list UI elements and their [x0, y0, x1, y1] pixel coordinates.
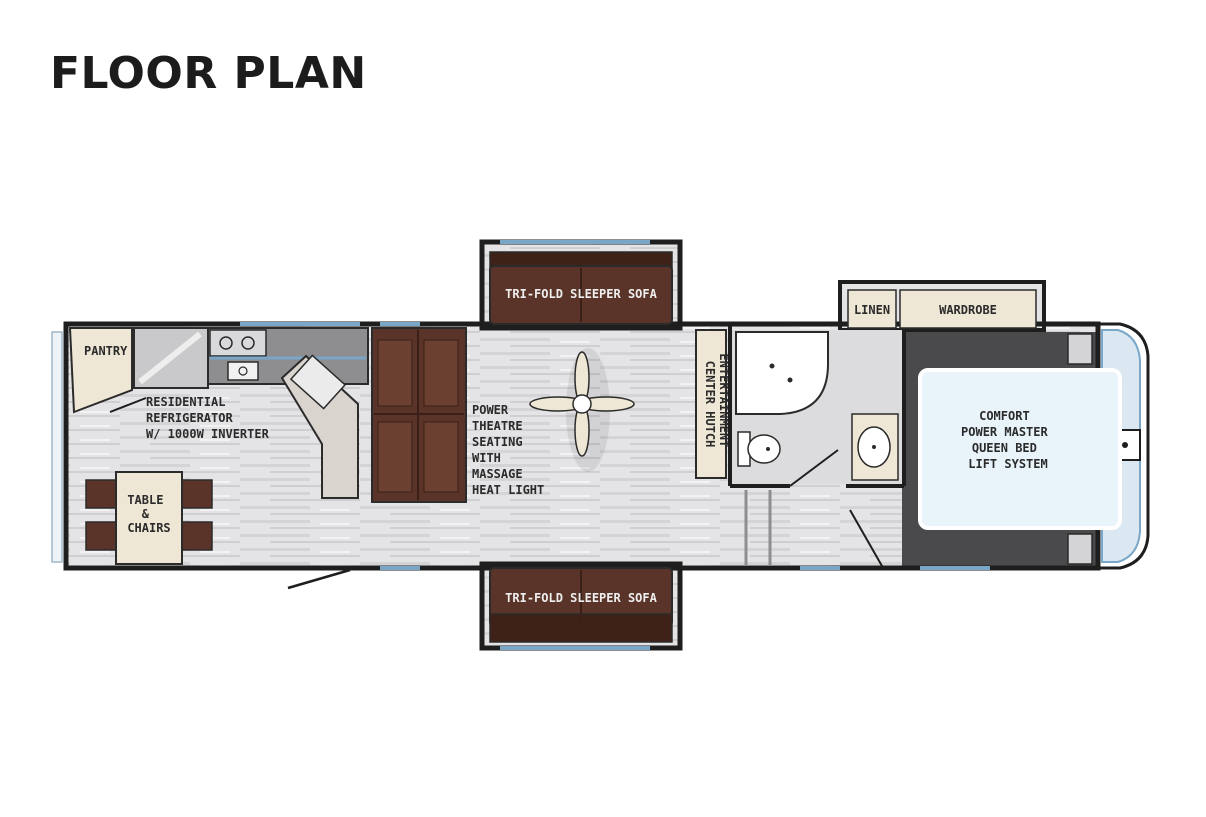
- burner: [219, 336, 233, 350]
- linen-closet: [847, 289, 897, 329]
- seat-cushion: [423, 339, 459, 407]
- slideout-wardrobe-wall: [838, 280, 1046, 332]
- island-sink: [289, 354, 347, 410]
- chair: [181, 479, 213, 509]
- refrigerator-shine: [138, 331, 202, 385]
- pantry-cabinet: [68, 327, 133, 414]
- table-label: TABLE & CHAIRS: [127, 493, 170, 535]
- sofa-bottom-label: TRI-FOLD SLEEPER SOFA: [505, 591, 657, 605]
- burner: [241, 336, 255, 350]
- seat-cushion: [423, 421, 459, 493]
- ceiling-fan-icon: [529, 348, 635, 472]
- refrigerator-callout: [109, 397, 147, 413]
- toilet-icon: [747, 434, 781, 464]
- bedroom-door: [849, 509, 883, 567]
- bathroom-sink-drain: [872, 445, 876, 449]
- stove-top: [209, 329, 267, 357]
- queen-bed: [918, 368, 1122, 530]
- wardrobe: [899, 289, 1037, 329]
- refrigerator-label: RESIDENTIAL REFRIGERATOR W/ 1000W INVERT…: [146, 395, 270, 441]
- nightstand: [1067, 533, 1093, 565]
- chair: [85, 521, 117, 551]
- toilet-bowl-dot: [766, 447, 770, 451]
- bathroom-door: [789, 449, 839, 487]
- dining-table: [115, 471, 183, 565]
- kitchen-sink: [227, 361, 259, 381]
- seat-cushion: [377, 421, 413, 493]
- wardrobe-label: WARDROBE: [939, 303, 997, 317]
- entry-door: [287, 568, 351, 590]
- entertainment-center-hutch: [695, 329, 727, 479]
- entertainment-center-label: ENTERTAINMENT CENTER HUTCH: [703, 353, 731, 454]
- chair: [181, 521, 213, 551]
- shower-head: [787, 377, 793, 383]
- page-title: FLOOR PLAN: [50, 48, 367, 99]
- front-cap-dot: [1122, 442, 1128, 448]
- seat-cushion: [377, 339, 413, 407]
- bed-label: COMFORT POWER MASTER QUEEN BED LIFT SYST…: [961, 409, 1055, 471]
- sofa-top-label: TRI-FOLD SLEEPER SOFA: [505, 287, 657, 301]
- chair: [85, 479, 117, 509]
- theatre-seating-label: POWER THEATRE SEATING WITH MASSAGE HEAT …: [472, 403, 544, 497]
- sink-drain: [238, 366, 248, 376]
- pantry-label: PANTRY: [84, 344, 128, 358]
- rear-window: [51, 331, 63, 563]
- nightstand: [1067, 333, 1093, 365]
- linen-label: LINEN: [854, 303, 890, 317]
- shower: [735, 331, 829, 415]
- shower-drain: [769, 363, 775, 369]
